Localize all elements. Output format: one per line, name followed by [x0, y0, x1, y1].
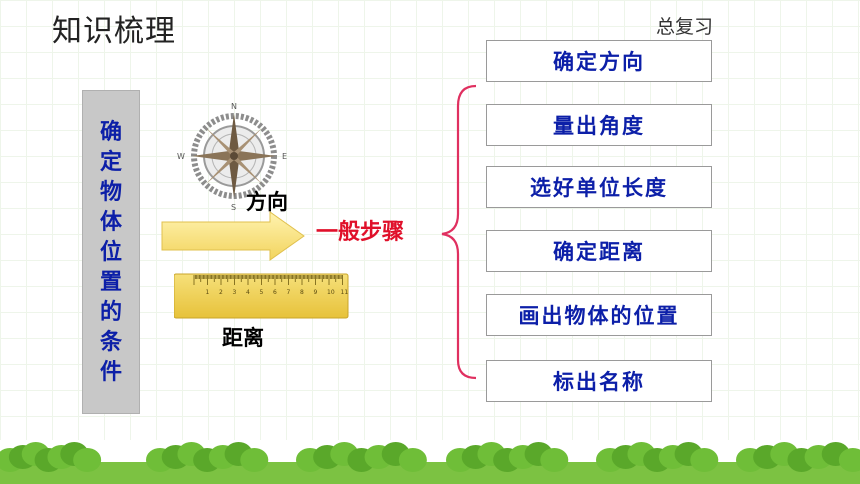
step-mark-name: 标出名称	[486, 360, 712, 402]
ruler-tick-label: 3	[233, 289, 237, 296]
page-title: 知识梳理	[52, 14, 176, 49]
step-measure-angle: 量出角度	[486, 104, 712, 146]
step-determine-direction: 确定方向	[486, 40, 712, 82]
compass-north-label: N	[231, 102, 237, 111]
ruler-tick-label: 11	[341, 289, 349, 296]
ruler-icon: 1 2 3 4 5 6 7 8 9 10 11	[174, 273, 349, 319]
ruler-tick-label: 4	[246, 289, 250, 296]
grass-decoration	[0, 442, 860, 484]
ruler-tick-label: 10	[327, 289, 335, 296]
direction-label: 方向	[246, 189, 288, 214]
conditions-panel: 确定物体位置的条件	[82, 90, 140, 414]
step-determine-distance: 确定距离	[486, 230, 712, 272]
ruler-tick-label: 5	[260, 289, 264, 296]
conditions-text: 确定物体位置的条件	[99, 119, 122, 385]
compass-south-label: S	[231, 203, 236, 212]
arrow-icon	[161, 211, 305, 261]
general-steps-label: 一般步骤	[316, 219, 405, 245]
distance-label: 距离	[222, 325, 264, 350]
ruler-tick-label: 2	[219, 289, 223, 296]
compass-west-label: W	[177, 152, 185, 161]
compass-east-label: E	[282, 152, 287, 161]
brace-icon	[441, 84, 477, 380]
ruler-tick-label: 8	[300, 289, 304, 296]
ruler-tick-label: 7	[287, 289, 291, 296]
compass-icon: N S W E	[177, 102, 287, 212]
grid-background	[0, 0, 860, 440]
page-subtitle: 总复习	[656, 16, 714, 38]
step-draw-position: 画出物体的位置	[486, 294, 712, 336]
ruler-tick-label: 6	[273, 289, 277, 296]
step-choose-unit-length: 选好单位长度	[486, 166, 712, 208]
ruler-tick-label: 9	[314, 289, 318, 296]
ruler-tick-label: 1	[206, 289, 210, 296]
